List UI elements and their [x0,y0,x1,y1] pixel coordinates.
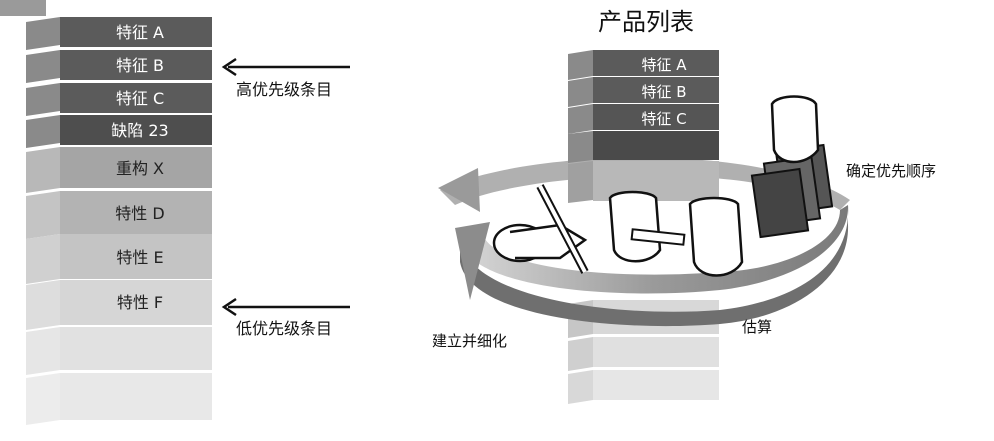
stack-item-label: 缺陷 23 [111,121,168,140]
stack-item-label: 特征 A [641,56,687,74]
pencil-hand-icon [492,184,589,274]
stack-item-label: 特征 B [116,56,164,75]
stack-item-label: 特征 B [641,83,686,101]
stack-item-label: 特征 A [116,23,164,42]
stack-item-label: 特征 C [641,110,686,128]
workflow-ring-front [455,205,849,327]
high-priority-arrow [221,57,350,77]
stack-item-label: 特性 E [116,248,163,267]
stack-item-label: 特性 D [115,204,164,223]
stack-block [26,115,212,148]
step-label-refine: 建立并细化 [432,332,507,350]
stack-item-label: 特性 F [117,293,163,312]
stack-block [26,50,212,83]
stack-block [26,17,212,50]
stack-item-label: 特征 C [116,89,164,108]
stack-block [26,83,212,116]
stack-block [26,191,212,239]
stack-block [26,327,212,375]
left-priority-stack: 特征 A 特征 B 特征 C 缺陷 23 重构 X 特性 D 特性 E 特性 F [26,17,212,425]
ring-arrowhead [438,168,480,212]
upper-backlog-stack [568,50,719,203]
low-priority-arrow [221,297,350,317]
ruler-hands-icon [608,190,744,277]
low-priority-label: 低优先级条目 [236,319,332,338]
stack-block [26,373,212,425]
diagram-title: 产品列表 [598,8,694,36]
stack-item-label: 重构 X [116,159,164,178]
step-label-estimate: 估算 [742,318,772,336]
step-label-prioritize: 确定优先顺序 [846,162,936,180]
stack-block [26,147,212,193]
cards-hand-icon [750,95,834,239]
high-priority-label: 高优先级条目 [236,80,332,99]
stack-block [26,280,212,330]
stack-block [26,234,212,284]
corner-tab [0,0,46,16]
workflow-ring [438,157,850,212]
